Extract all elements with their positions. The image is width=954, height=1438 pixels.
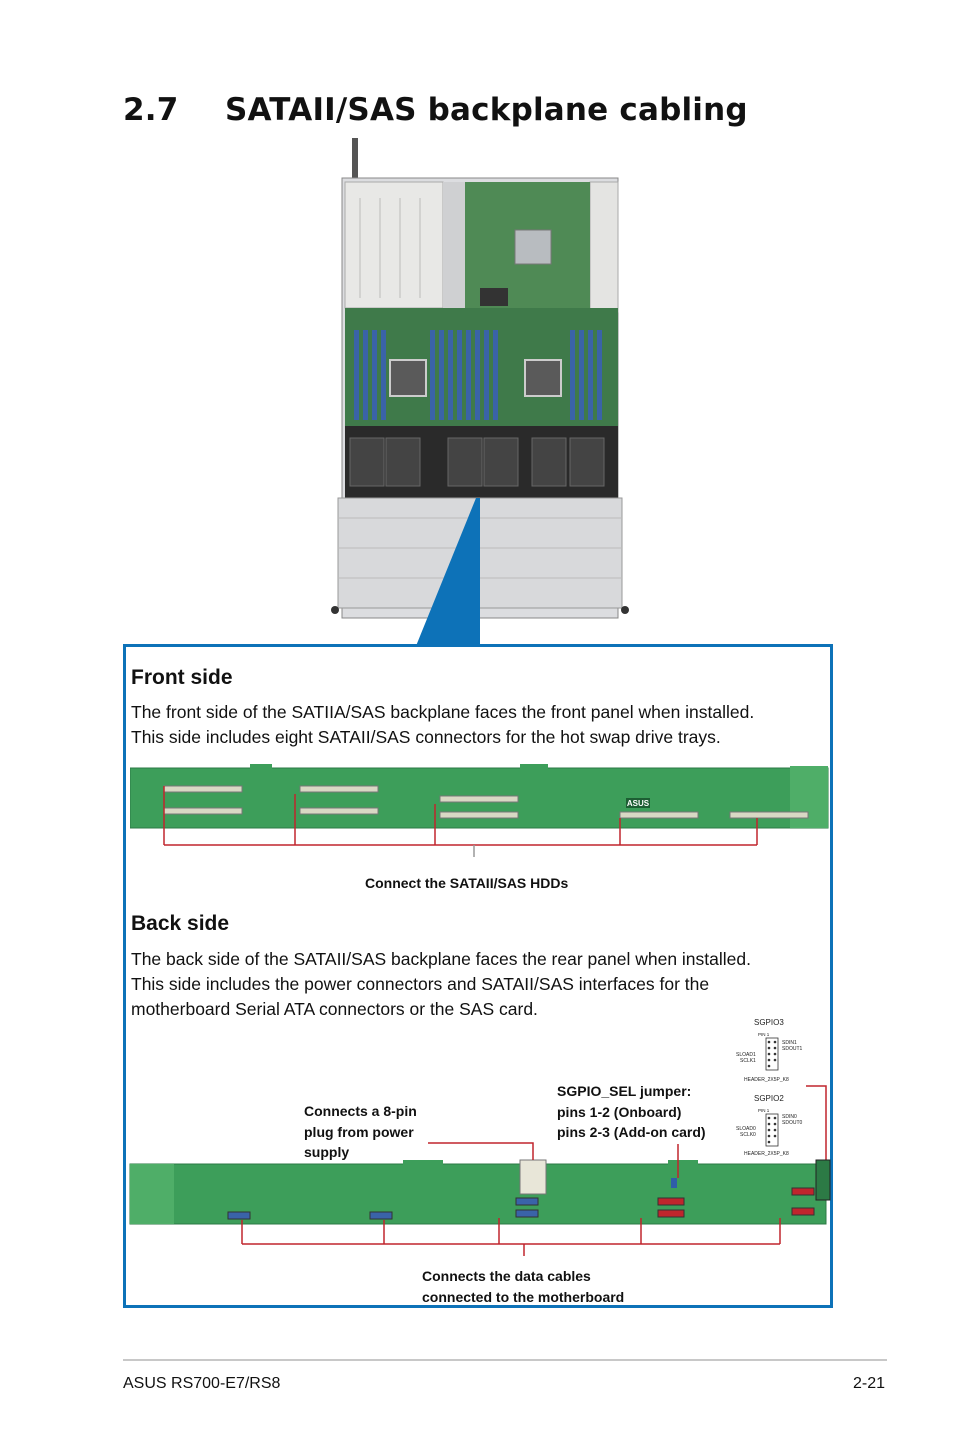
sgpio3-header-label: HEADER_2X5P_K8 — [744, 1077, 789, 1083]
sata-connector-6 — [439, 811, 519, 819]
sgpio2-pin-label: PIN 1 — [758, 1108, 770, 1113]
back-side-paragraph-line-1: The back side of the SATAII/SAS backplan… — [131, 949, 751, 969]
riser-cage — [344, 181, 444, 309]
data-callout-line-1: Connects the data cables — [422, 1268, 591, 1284]
sata-port-blue-3 — [515, 1197, 539, 1206]
sata-port-blue-4 — [515, 1209, 539, 1218]
sgpio2-sload-label: SLOAD0 — [736, 1126, 756, 1132]
front-side-heading: Front side — [131, 666, 233, 689]
section-title: 2.7 SATAII/SAS backplane cabling — [123, 92, 748, 128]
cpu-socket-2 — [524, 359, 562, 397]
backplane-front-board: ASUS — [130, 764, 829, 857]
sata-connector-7 — [619, 811, 699, 819]
sgpio3-title: SGPIO3 — [754, 1018, 784, 1027]
data-cables-callout: Connects the data cables connected to th… — [422, 1266, 624, 1307]
sata-connector-5 — [439, 795, 519, 803]
server-chassis-photo — [331, 138, 629, 619]
front-side-paragraph-line-2: This side includes eight SATAII/SAS conn… — [131, 727, 721, 747]
section-heading: SATAII/SAS backplane cabling — [225, 92, 748, 128]
sata-port-red-1 — [657, 1197, 685, 1206]
sata-port-red-4 — [791, 1207, 815, 1216]
footer-page-number: 2-21 — [853, 1375, 886, 1392]
power-plug-callout: Connects a 8-pin plug from power supply — [304, 1101, 417, 1163]
zoom-callout-pointer — [416, 498, 480, 646]
back-side-paragraph-line-2: This side includes the power connectors … — [131, 974, 710, 994]
front-callout-lines — [163, 786, 758, 857]
sgpio2-header-pins — [765, 1113, 779, 1147]
sgpio-jumper-callout: SGPIO_SEL jumper: pins 1-2 (Onboard) pin… — [557, 1081, 706, 1143]
sata-connector-3 — [299, 785, 379, 793]
sgpio3-sdin-label: SDIN1 — [782, 1040, 797, 1046]
sata-connector-1 — [163, 785, 243, 793]
section-number: 2.7 — [123, 92, 179, 128]
drive-bay-cover — [337, 497, 623, 609]
sgpio2-title: SGPIO2 — [754, 1094, 784, 1103]
board-logo-text: ASUS — [627, 799, 650, 808]
power-callout-line-2: plug from power — [304, 1123, 414, 1140]
sgpio3-sload-label: SLOAD1 — [736, 1052, 756, 1058]
backplane-detail-frame — [123, 644, 833, 1308]
sata-connector-8 — [729, 811, 809, 819]
sata-connector-4 — [299, 807, 379, 815]
sgpio3-header-pins — [765, 1037, 779, 1071]
footer-rule — [123, 1359, 887, 1361]
jumper-callout-line-3: pins 2-3 (Add-on card) — [557, 1124, 706, 1140]
sgpio2-sdout-label: SDOUT0 — [782, 1120, 803, 1126]
jumper-callout-line-2: pins 1-2 (Onboard) — [557, 1103, 682, 1120]
board-logo-patch — [626, 798, 650, 808]
sgpio3-sclk-label: SCLK1 — [740, 1058, 756, 1064]
back-side-heading: Back side — [131, 912, 230, 935]
footer-product-name: ASUS RS700-E7/RS8 — [123, 1375, 281, 1392]
cpu-socket-1 — [389, 359, 427, 397]
power-callout-line-1: Connects a 8-pin — [304, 1103, 417, 1119]
back-side-paragraph-line-3: motherboard Serial ATA connectors or the… — [131, 999, 538, 1019]
front-hdd-callout: Connect the SATAII/SAS HDDs — [365, 875, 569, 891]
jumper-callout-line-1: SGPIO_SEL jumper: — [557, 1083, 692, 1099]
chassis-handle — [352, 138, 358, 183]
sata-port-blue-2 — [369, 1211, 393, 1220]
sgpio-sel-jumper — [671, 1178, 677, 1188]
sgpio2-sclk-label: SCLK0 — [740, 1132, 756, 1138]
power-callout-line-3: supply — [304, 1144, 350, 1160]
sata-port-blue-1 — [227, 1211, 251, 1220]
power-connector-8pin — [519, 1159, 547, 1195]
front-side-paragraph-line-1: The front side of the SATIIA/SAS backpla… — [131, 702, 755, 722]
sata-connector-2 — [163, 807, 243, 815]
sgpio3-sdout-label: SDOUT1 — [782, 1046, 803, 1052]
sgpio3-pin-label: PIN 1 — [758, 1032, 770, 1037]
back-callout-lines — [241, 1142, 781, 1256]
sgpio2-sdin-label: SDIN0 — [782, 1114, 797, 1120]
sgpio-header-diagram: SGPIO3 PIN 1 SDIN1 SDOUT1 SLOAD1 SCLK1 H… — [736, 1018, 827, 1164]
backplane-back-board — [129, 1142, 831, 1256]
sata-port-red-2 — [657, 1209, 685, 1218]
sgpio2-header-label: HEADER_2X5P_K8 — [744, 1151, 789, 1157]
data-callout-line-2: connected to the motherboard — [422, 1288, 625, 1305]
sata-port-red-3 — [791, 1187, 815, 1196]
